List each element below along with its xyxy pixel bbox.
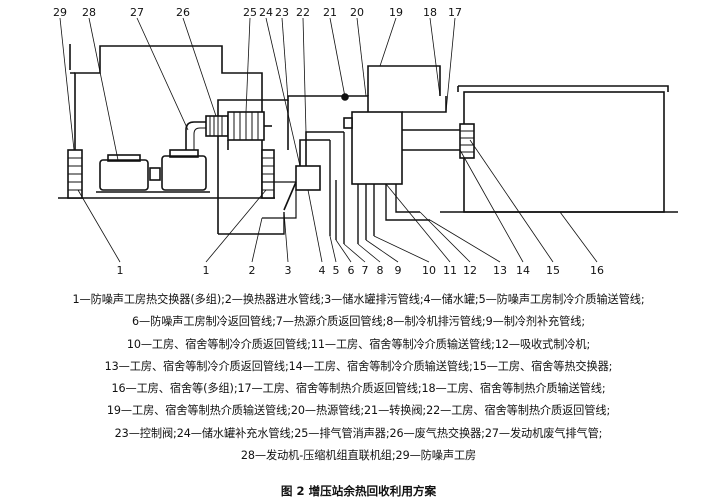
noise-proof-workshop-outline xyxy=(74,45,263,198)
bottom-callout-13: 13 xyxy=(493,264,507,277)
bottom-callout-15: 15 xyxy=(546,264,560,277)
top-callout-5: 24 xyxy=(259,6,273,19)
storage-tank xyxy=(295,165,321,191)
noise-proof-workshop-inner-roof xyxy=(69,44,75,74)
bottom-callout-2: 2 xyxy=(249,264,256,277)
exhaust-heat-exchanger xyxy=(205,115,229,137)
top-callout-10: 19 xyxy=(389,6,403,19)
bottom-callout-1: 1 xyxy=(203,264,210,277)
bottom-callout-4: 4 xyxy=(319,264,326,277)
dormitory-building xyxy=(463,91,665,213)
top-callout-9: 20 xyxy=(350,6,364,19)
bottom-callout-7: 7 xyxy=(362,264,369,277)
bottom-callout-9: 9 xyxy=(395,264,402,277)
legend-line: 1—防噪声工房热交换器(多组);2—换热器进水管线;3—储水罐排污管线;4—储水… xyxy=(72,293,645,306)
bottom-callout-16: 16 xyxy=(590,264,604,277)
legend-line: 10—工房、宿舍等制冷介质返回管线;11—工房、宿舍等制冷介质输送管线;12—吸… xyxy=(126,337,591,351)
legend-line: 28—发动机-压缩机组直联机组;29—防噪声工房 xyxy=(240,449,477,463)
exhaust-pipe xyxy=(185,121,206,150)
legend-line: 6—防噪声工房制冷返回管线;7—热源介质返回管线;8—制冷机排污管线;9—制冷剂… xyxy=(132,315,585,329)
figure-caption: 图 2 增压站余热回收利用方案 xyxy=(280,484,437,498)
bottom-callout-6: 6 xyxy=(348,264,355,277)
bottom-callout-3: 3 xyxy=(285,264,292,277)
legend-line: 23—控制阀;24—储水罐补充水管线;25—排气管消声器;26—废气热交换器;2… xyxy=(114,426,603,440)
legend-line: 16—工房、宿舍等(多组);17—工房、宿舍等制热介质返回管线;18—工房、宿舍… xyxy=(111,382,606,396)
top-callout-6: 23 xyxy=(275,6,289,19)
legend: 1—防噪声工房热交换器(多组);2—换热器进水管线;3—储水罐排污管线;4—储水… xyxy=(0,289,717,467)
top-callout-11: 18 xyxy=(423,6,437,19)
top-callout-0: 29 xyxy=(53,6,67,19)
top-callout-2: 27 xyxy=(130,6,144,19)
top-callout-12: 17 xyxy=(448,6,462,19)
engine-compressor-unit xyxy=(96,149,210,193)
bottom-callout-0: 1 xyxy=(117,264,124,277)
top-callout-8: 21 xyxy=(323,6,337,19)
bottom-callout-5: 5 xyxy=(333,264,340,277)
bottom-callout-12: 12 xyxy=(463,264,477,277)
legend-line: 13—工房、宿舍等制冷介质返回管线;14—工房、宿舍等制冷介质输送管线;15—工… xyxy=(104,359,613,373)
heating-supply-line xyxy=(367,65,441,96)
absorption-chiller xyxy=(351,111,403,185)
legend-line: 19—工房、宿舍等制热介质输送管线;20—热源管线;21—转换阀;22—工房、宿… xyxy=(106,404,611,418)
bottom-callout-8: 8 xyxy=(377,264,384,277)
top-callout-1: 28 xyxy=(82,6,96,19)
bottom-callout-14: 14 xyxy=(516,264,530,277)
top-callout-7: 22 xyxy=(296,6,310,19)
bottom-callout-10: 10 xyxy=(422,264,436,277)
top-callout-3: 26 xyxy=(176,6,190,19)
top-callout-4: 25 xyxy=(243,6,257,19)
dormitory-heat-exchanger xyxy=(459,123,475,159)
bottom-callout-11: 11 xyxy=(443,264,457,277)
